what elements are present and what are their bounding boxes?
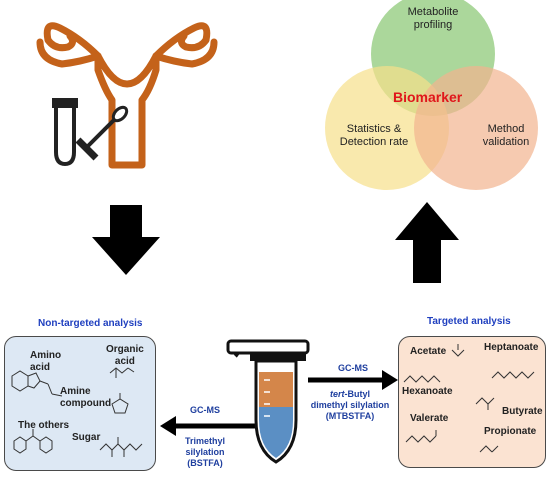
label-acetate: Acetate	[410, 346, 447, 357]
up-arrow	[395, 202, 459, 283]
right-method-label: tert-Butyl dimethyl silylation (MTBSTFA)	[300, 389, 400, 422]
non-targeted-title: Non-targeted analysis	[38, 318, 143, 329]
venn-label-validation: Method validation	[482, 123, 530, 148]
sample-tube-icon	[52, 98, 78, 167]
label-amine-compound: Amine compound	[60, 386, 112, 409]
venn-label-biomarker: Biomarker	[393, 89, 463, 105]
label-hexanoate: Hexanoate	[402, 386, 453, 397]
left-method-label: Trimethyl silylation (BSTFA)	[184, 436, 225, 468]
right-method-rest: -Butyl dimethyl silylation (MTBSTFA)	[310, 389, 390, 421]
label-butyrate: Butyrate	[502, 406, 543, 417]
venn-diagram	[325, 0, 538, 190]
venn-circle-validation	[414, 66, 538, 190]
label-valerate: Valerate	[410, 413, 449, 424]
right-method-tert: tert	[329, 389, 345, 399]
centrifuge-tube-icon	[226, 339, 310, 464]
label-heptanoate: Heptanoate	[484, 342, 539, 353]
venn-circle-statistics	[325, 66, 449, 190]
label-organic-acid: Organic acid	[106, 344, 144, 367]
label-amino-acid: Amino acid	[30, 350, 62, 373]
targeted-panel	[398, 336, 546, 468]
non-targeted-panel	[4, 336, 156, 471]
label-propionate: Propionate	[484, 426, 537, 437]
label-the-others: The others	[18, 420, 70, 431]
targeted-title: Targeted analysis	[427, 316, 511, 327]
venn-label-metabolite: Metabolite profiling	[407, 6, 459, 31]
left-flow-arrow	[160, 416, 258, 436]
uterus-icon	[36, 22, 218, 169]
venn-label-statistics: Statistics & Detection rate	[339, 123, 409, 148]
swab-icon	[75, 105, 129, 161]
label-sugar: Sugar	[72, 432, 101, 443]
down-arrow	[92, 205, 160, 275]
right-gcms-label: GC-MS	[338, 363, 368, 373]
right-flow-arrow	[308, 370, 398, 390]
left-gcms-label: GC-MS	[190, 405, 220, 415]
